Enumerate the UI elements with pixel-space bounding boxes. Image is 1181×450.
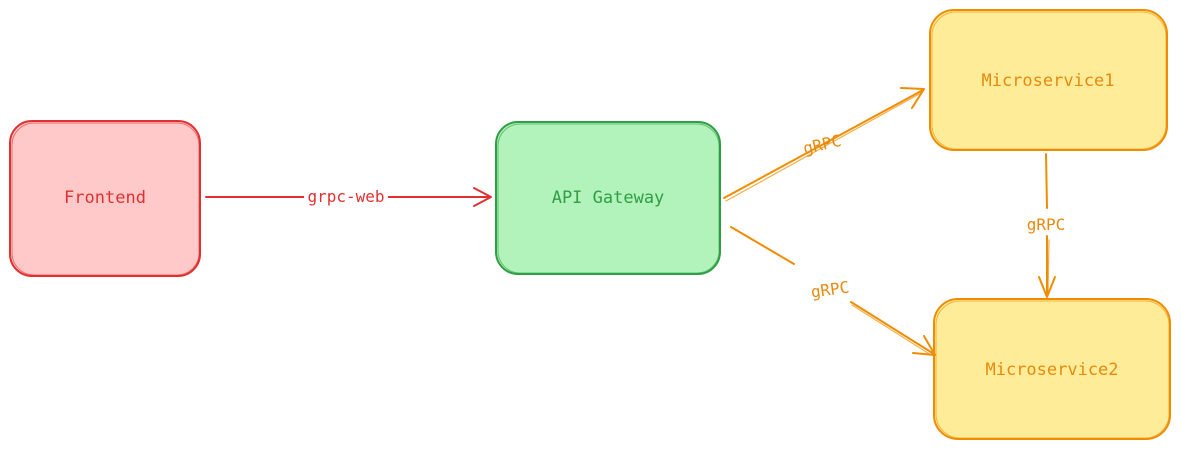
edge-microservice1-to-microservice2-sketch <box>1047 239 1050 296</box>
arrowhead-icon <box>912 335 936 356</box>
edge-gateway-to-microservice1-label: gRPC <box>801 131 843 158</box>
edge-gateway-to-microservice2-sketch <box>851 304 932 356</box>
node-api-gateway-label: API Gateway <box>552 188 665 208</box>
edge-microservice1-to-microservice2-label: gRPC <box>1027 215 1066 234</box>
node-microservice1-label: Microservice1 <box>981 71 1114 91</box>
edge-gateway-to-microservice2-line-2 <box>850 301 935 355</box>
node-microservice2-box <box>933 298 1171 440</box>
edge-gateway-to-microservice2-line <box>730 226 795 265</box>
node-api-gateway-sketch-stroke <box>497 123 720 274</box>
edge-gateway-to-microservice1-sketch <box>725 92 922 202</box>
node-frontend[interactable]: Frontend <box>9 120 201 277</box>
edge-gateway-to-microservice1[interactable]: gRPC <box>723 87 925 202</box>
edge-frontend-to-gateway-label: grpc-web <box>307 187 384 206</box>
node-microservice1-box <box>929 9 1168 151</box>
node-microservice2[interactable]: Microservice2 <box>933 298 1171 440</box>
node-microservice1-sketch-stroke <box>931 11 1167 150</box>
node-microservice2-label: Microservice2 <box>985 360 1118 380</box>
edge-gateway-to-microservice1-line <box>723 89 924 199</box>
edge-gateway-to-microservice2-label: gRPC <box>810 277 851 301</box>
node-frontend-box <box>9 120 201 277</box>
node-frontend-label: Frontend <box>64 188 146 208</box>
arrowhead-icon <box>473 187 492 207</box>
node-api-gateway[interactable]: API Gateway <box>495 121 721 275</box>
arrowhead-icon <box>1038 276 1056 298</box>
node-frontend-sketch-stroke <box>11 122 200 276</box>
node-api-gateway-box <box>495 121 721 275</box>
arrowhead-icon <box>900 87 925 109</box>
edge-frontend-to-gateway[interactable]: grpc-web <box>205 187 492 207</box>
node-microservice1[interactable]: Microservice1 <box>929 9 1168 151</box>
node-microservice2-sketch-stroke <box>935 300 1170 439</box>
edge-microservice1-to-microservice2[interactable]: gRPC <box>1027 153 1066 298</box>
edge-frontend-to-gateway-label-bg <box>304 187 388 207</box>
edge-microservice1-to-microservice2-line <box>1045 153 1048 209</box>
edge-gateway-to-microservice2[interactable]: gRPC <box>730 226 936 356</box>
